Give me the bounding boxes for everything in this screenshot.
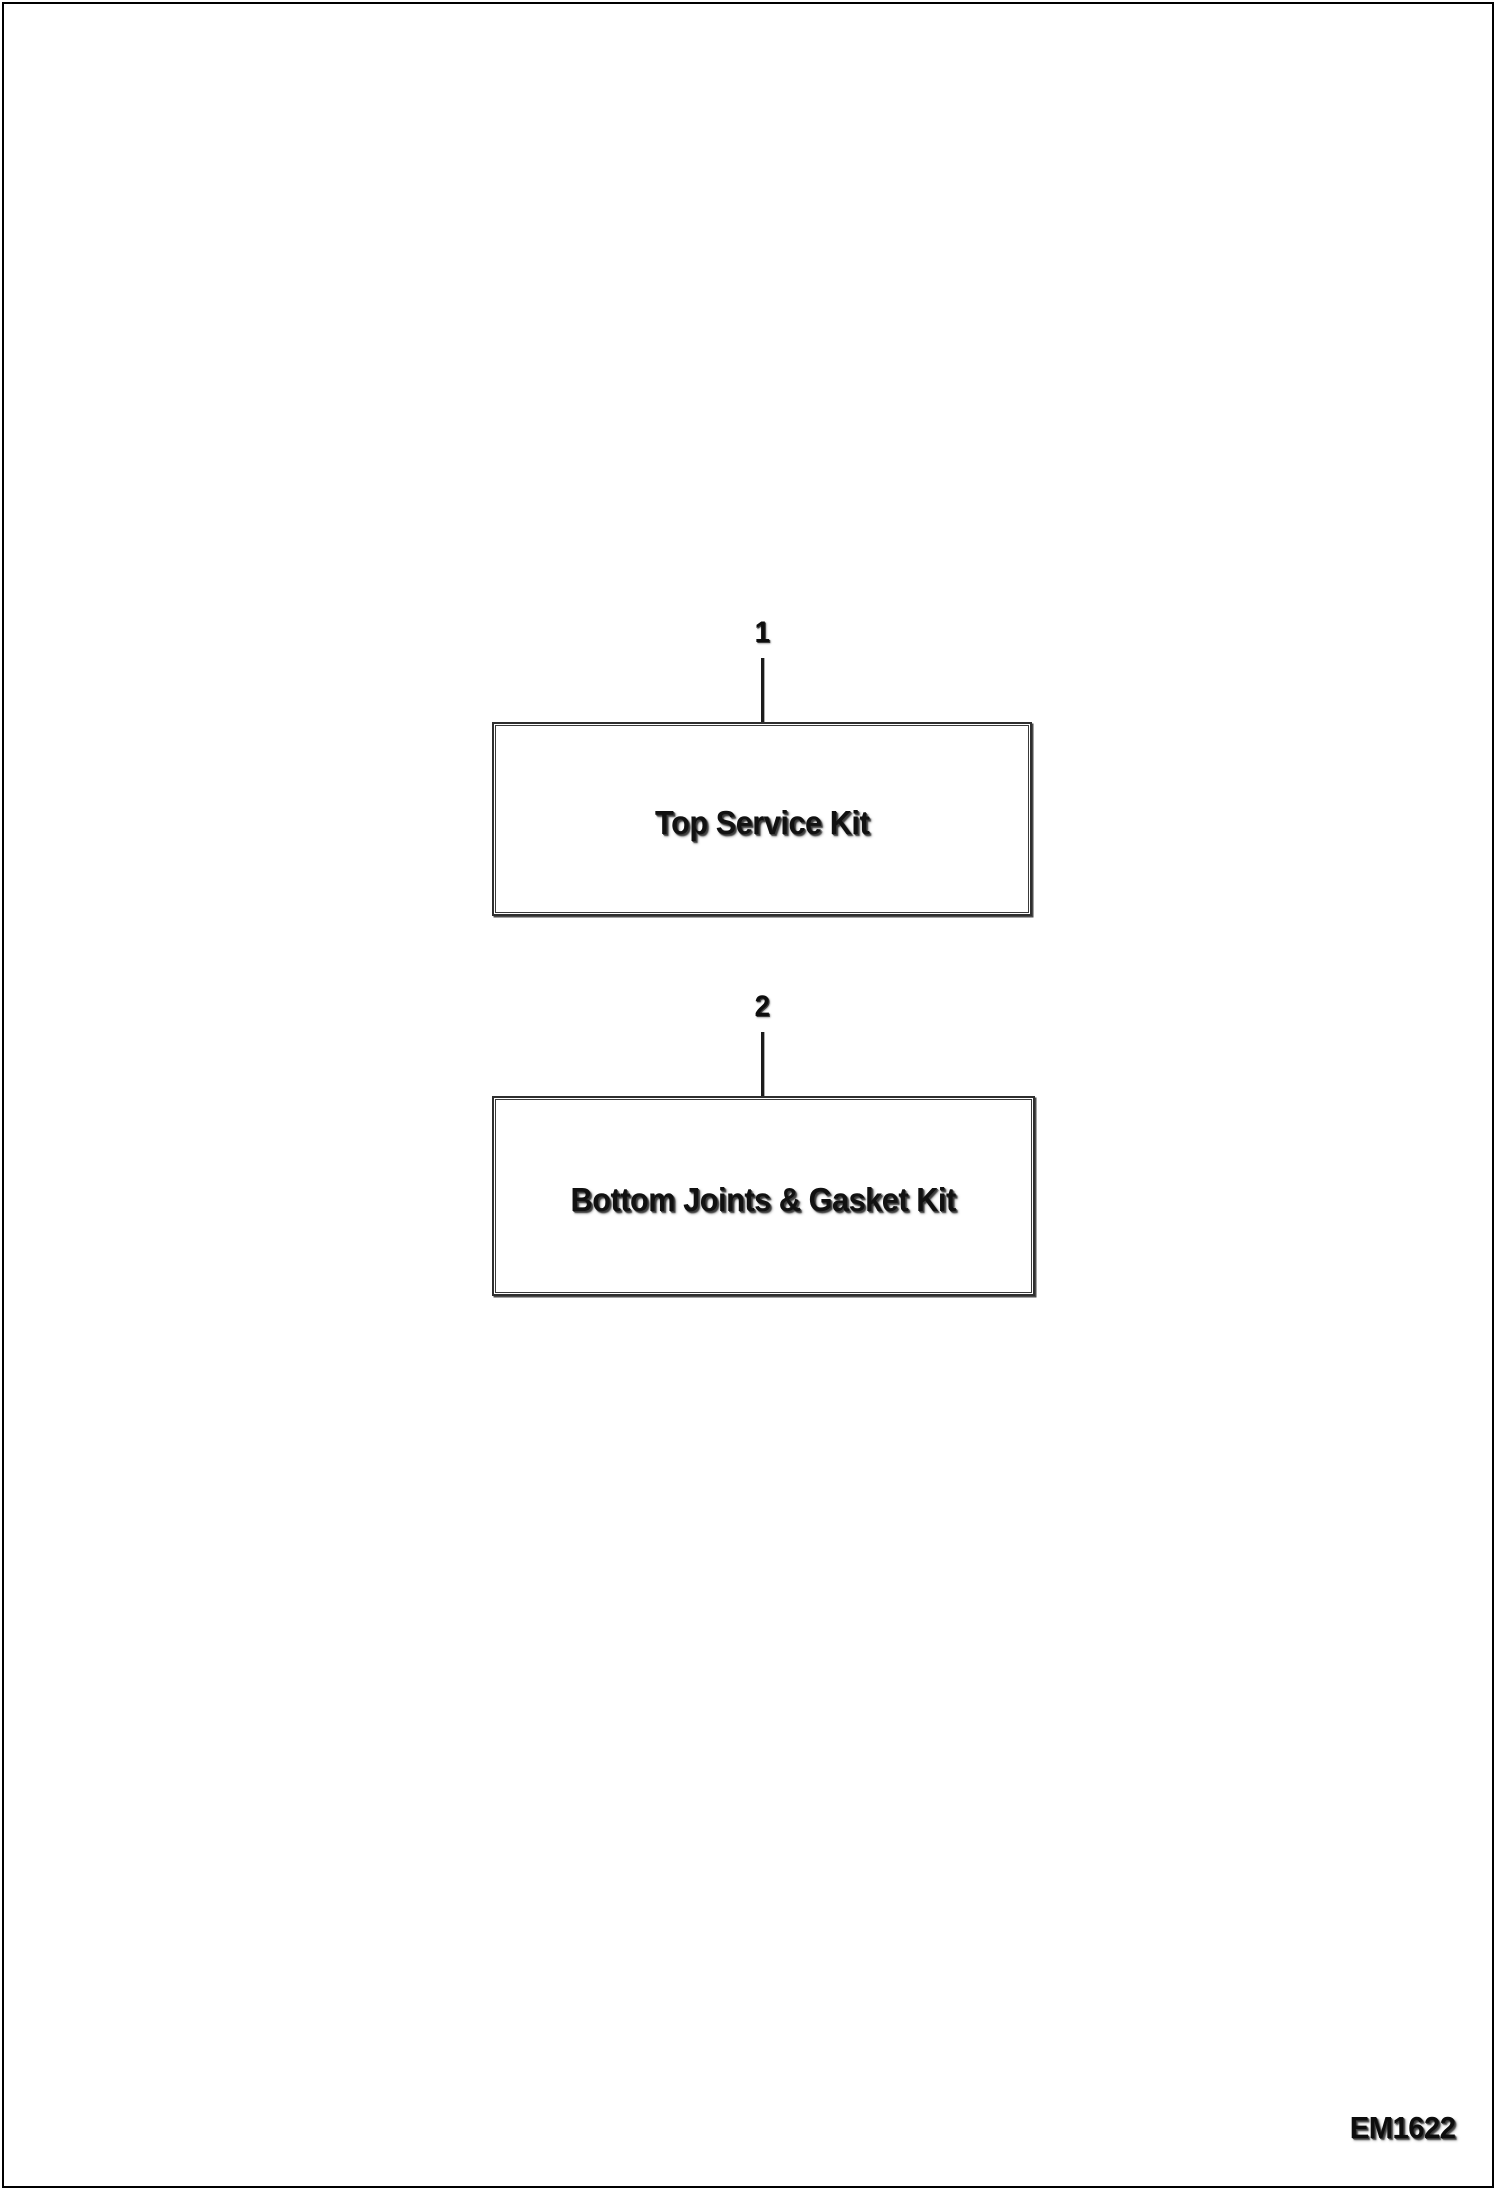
part-box-top-service-kit[interactable]: Top Service Kit	[492, 722, 1032, 916]
callout-number-2: 2	[754, 990, 771, 1023]
part-box-bottom-joints-gasket-kit[interactable]: Bottom Joints & Gasket Kit	[492, 1096, 1035, 1296]
part-box-label-2: Bottom Joints & Gasket Kit	[570, 1180, 957, 1218]
callout-2: 2	[754, 992, 771, 1126]
diagram-reference-code: EM1622	[1349, 2110, 1455, 2145]
callout-number-1: 1	[754, 616, 771, 649]
leader-line-2	[760, 1032, 764, 1126]
leader-line-1	[760, 658, 764, 752]
part-box-label-1: Top Service Kit	[654, 803, 870, 841]
callout-1: 1	[754, 618, 771, 752]
